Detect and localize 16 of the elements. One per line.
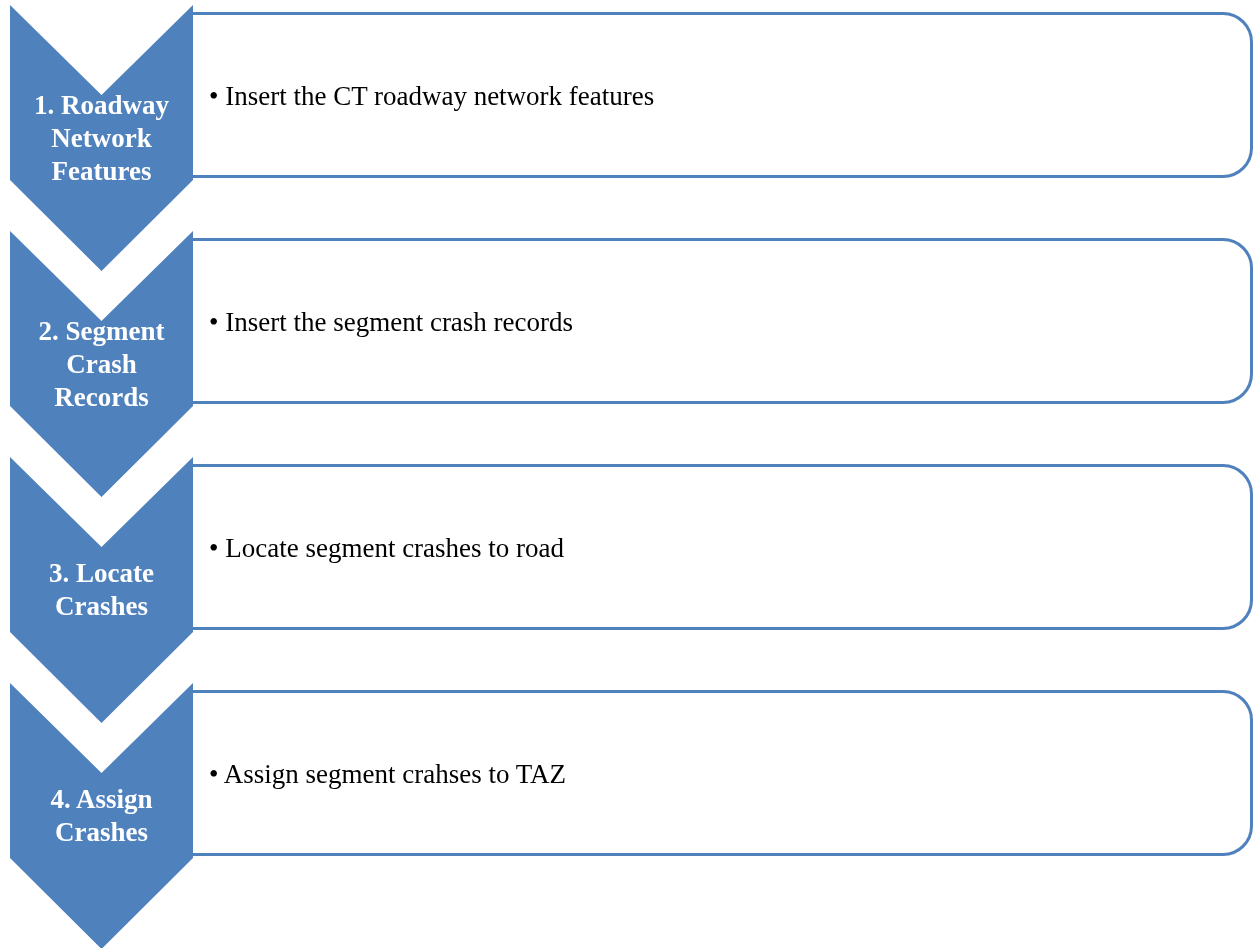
step-box: [190, 238, 1253, 404]
step-box: [190, 12, 1253, 178]
bullet-text: • Locate segment crashes to road: [209, 532, 566, 565]
step-title: 4. Assign Crashes: [49, 783, 154, 849]
chevron-shape: [10, 5, 193, 271]
step-box: [190, 464, 1253, 630]
chevron-shape: [10, 457, 193, 723]
bullet-text: • Insert the CT roadway network features: [209, 80, 656, 113]
chevron-shape: [10, 231, 193, 497]
bullet-text: • Assign segment crahses to TAZ: [209, 758, 567, 791]
chevron-shape: [10, 683, 193, 948]
step-title: 2. Segment Crash Records: [37, 314, 166, 414]
step-title: 1. Roadway Network Features: [33, 88, 170, 188]
step-title: 3. Locate Crashes: [48, 557, 155, 623]
bullet-text: • Insert the segment crash records: [209, 306, 575, 339]
step-box: [190, 690, 1253, 856]
